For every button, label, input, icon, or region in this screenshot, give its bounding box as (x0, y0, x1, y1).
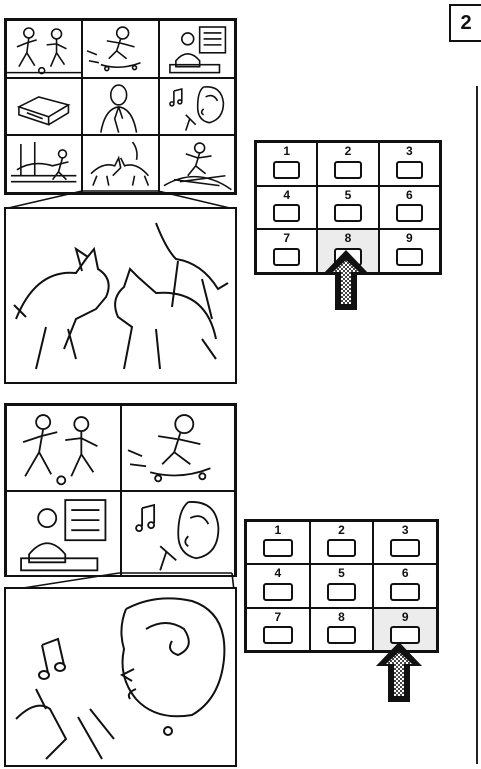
key-label: 4 (257, 189, 316, 201)
key-button[interactable] (273, 161, 300, 179)
thumb-skier (159, 135, 235, 193)
key-button[interactable] (396, 204, 423, 222)
keypad2-key-8[interactable]: 8 (310, 608, 374, 651)
thumb-news-anchor (159, 20, 235, 78)
key-label: 9 (380, 232, 439, 244)
keypad2-key-3[interactable]: 3 (373, 521, 437, 564)
key-label: 2 (318, 145, 377, 157)
key-button[interactable] (396, 248, 423, 266)
press-arrow-icon (321, 248, 371, 312)
key-label: 5 (311, 567, 373, 579)
key-label: 6 (374, 567, 436, 579)
key-button[interactable] (327, 626, 357, 644)
key-label: 9 (374, 611, 436, 623)
key-label: 1 (257, 145, 316, 157)
key-button[interactable] (327, 539, 357, 557)
key-label: 3 (380, 145, 439, 157)
page-number: 2 (449, 4, 481, 42)
keypad2-key-4[interactable]: 4 (246, 564, 310, 607)
key-button[interactable] (396, 161, 423, 179)
key-button[interactable] (263, 539, 293, 557)
thumb-soccer-players (6, 20, 82, 78)
thumb-dogs-fighting (82, 135, 158, 193)
thumb-skateboarder (82, 20, 158, 78)
keypad1-key-1[interactable]: 1 (256, 142, 317, 186)
thumb-skateboarder (121, 405, 236, 491)
keypad1-key-2[interactable]: 2 (317, 142, 378, 186)
key-button[interactable] (263, 583, 293, 601)
thumb-vcr-device (6, 78, 82, 136)
multi-screen-9 (4, 18, 237, 195)
key-button[interactable] (390, 539, 420, 557)
key-button[interactable] (273, 204, 300, 222)
key-button[interactable] (390, 583, 420, 601)
thumb-man-in-suit (82, 78, 158, 136)
multi-screen-4 (4, 403, 237, 577)
page-edge-rule (476, 86, 478, 764)
keypad1-key-9[interactable]: 9 (379, 229, 440, 273)
keypad2-key-6[interactable]: 6 (373, 564, 437, 607)
key-label: 1 (247, 524, 309, 536)
thumb-singer (159, 78, 235, 136)
key-label: 5 (318, 189, 377, 201)
keypad1-key-6[interactable]: 6 (379, 186, 440, 230)
keypad2-key-7[interactable]: 7 (246, 608, 310, 651)
key-button[interactable] (327, 583, 357, 601)
keypad2-key-1[interactable]: 1 (246, 521, 310, 564)
key-label: 4 (247, 567, 309, 579)
key-label: 7 (257, 232, 316, 244)
thumb-singer (121, 491, 236, 577)
keypad1-key-4[interactable]: 4 (256, 186, 317, 230)
key-label: 6 (380, 189, 439, 201)
thumb-news-anchor (6, 491, 121, 577)
press-arrow-icon (374, 640, 424, 704)
keypad1-key-5[interactable]: 5 (317, 186, 378, 230)
enlarged-dogs-fighting (4, 207, 237, 384)
key-button[interactable] (334, 161, 361, 179)
key-label: 8 (311, 611, 373, 623)
enlarged-singer (4, 587, 237, 767)
thumb-soccer-players (6, 405, 121, 491)
key-label: 8 (318, 232, 377, 244)
keypad-2: 1 2 3 4 5 6 7 8 9 (244, 519, 439, 653)
keypad2-key-2[interactable]: 2 (310, 521, 374, 564)
key-label: 7 (247, 611, 309, 623)
key-label: 3 (374, 524, 436, 536)
keypad2-key-5[interactable]: 5 (310, 564, 374, 607)
key-button[interactable] (273, 248, 300, 266)
key-button[interactable] (263, 626, 293, 644)
keypad1-key-3[interactable]: 3 (379, 142, 440, 186)
key-button[interactable] (334, 204, 361, 222)
thumb-fallen-player (6, 135, 82, 193)
keypad1-key-7[interactable]: 7 (256, 229, 317, 273)
key-label: 2 (311, 524, 373, 536)
